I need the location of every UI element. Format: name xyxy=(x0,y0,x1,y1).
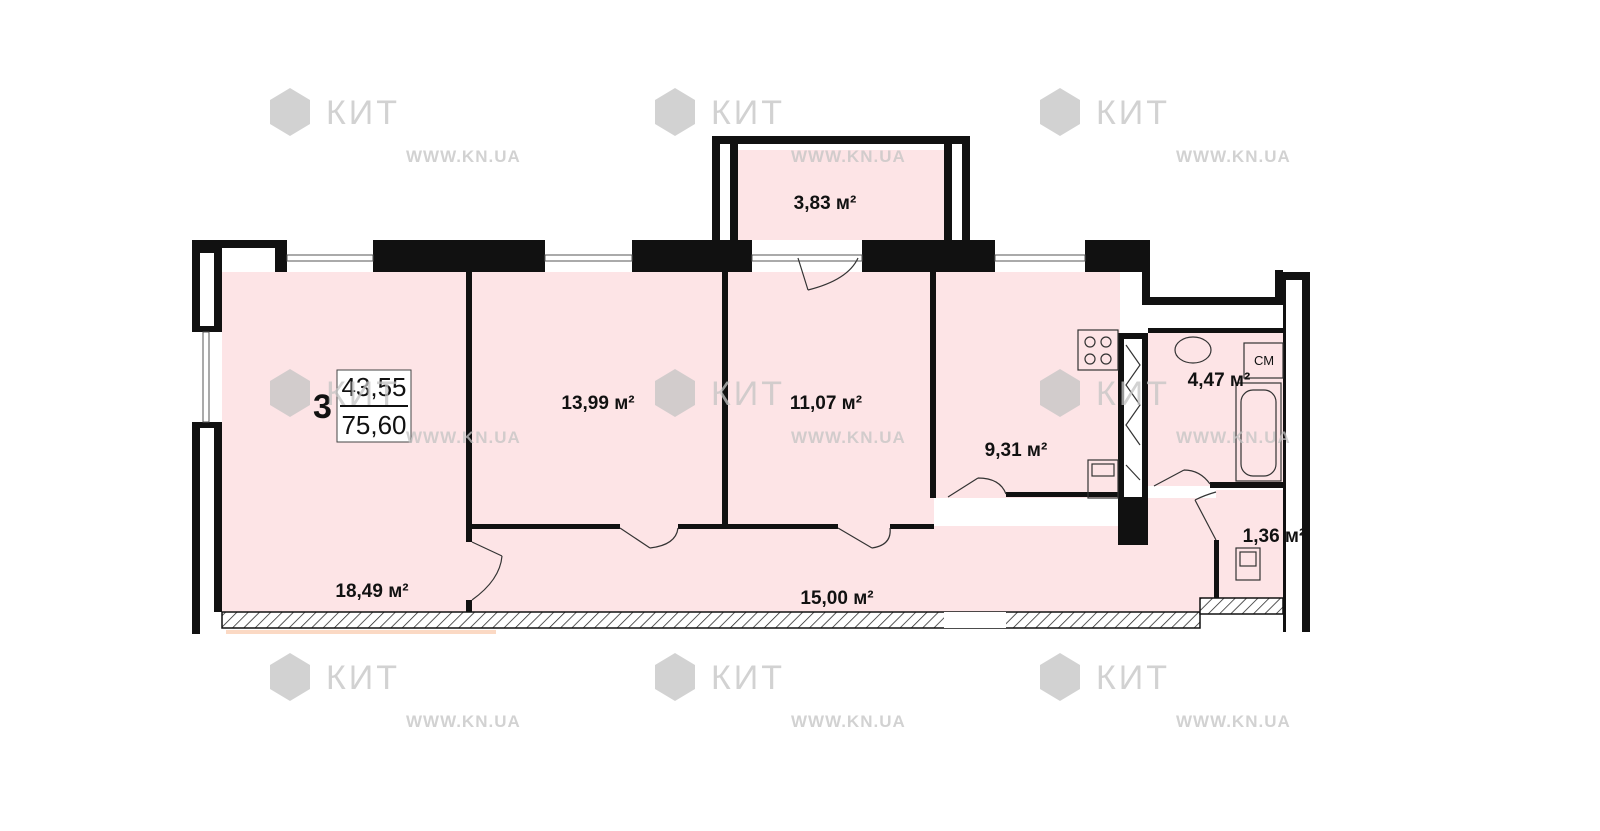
area-label-bedroom-2: 11,07 м² xyxy=(790,393,862,414)
kitchen-sink xyxy=(1087,459,1119,499)
bedroom-2 xyxy=(726,272,934,526)
total-area: 75,60 xyxy=(341,410,406,440)
watermark-logo-text: КИТ xyxy=(326,375,400,413)
watermark-logo-text: КИТ xyxy=(326,659,400,697)
kitchen-stove xyxy=(1077,329,1119,371)
area-label-hallway: 15,00 м² xyxy=(800,588,873,609)
watermark-url: WWW.KN.UA xyxy=(1176,712,1291,731)
washer-label: СМ xyxy=(1254,353,1274,368)
watermark: КИТ WWW.KN.UA xyxy=(655,653,906,731)
watermark: КИТ WWW.KN.UA xyxy=(655,88,906,166)
neighbor-strip xyxy=(226,630,496,634)
watermark: КИТ WWW.KN.UA xyxy=(1040,369,1291,447)
kit-logo-icon xyxy=(1040,369,1080,417)
watermark: КИТ WWW.KN.UA xyxy=(1040,653,1291,731)
toilet-wall xyxy=(1199,597,1284,615)
area-label-bedroom-1: 13,99 м² xyxy=(561,393,634,414)
watermark-url: WWW.KN.UA xyxy=(1176,428,1291,447)
watermark-url: WWW.KN.UA xyxy=(791,428,906,447)
watermark-logo-text: КИТ xyxy=(711,375,785,413)
entry-door-gap xyxy=(944,612,1006,628)
watermark-logo-text: КИТ xyxy=(711,659,785,697)
kit-logo-icon xyxy=(655,653,695,701)
living-area: 43,55 xyxy=(341,372,406,402)
apartment-summary: 3 43,55 75,60 xyxy=(313,369,412,443)
watermark: КИТ WWW.KN.UA xyxy=(1040,88,1291,166)
rooms-count: 3 xyxy=(313,388,332,426)
area-label-bathroom: 4,47 м² xyxy=(1188,370,1251,391)
area-label-living-room: 18,49 м² xyxy=(335,581,408,602)
kit-logo-icon xyxy=(1040,88,1080,136)
kit-logo-icon xyxy=(1040,653,1080,701)
area-label-balcony: 3,83 м² xyxy=(794,193,857,214)
watermark: КИТ WWW.KN.UA xyxy=(270,653,521,731)
kit-logo-icon xyxy=(270,369,310,417)
watermarks: КИТ WWW.KN.UA КИТ WWW.KN.UA КИТ WWW.KN.UA КИТ W… xyxy=(270,88,1291,731)
ventilation-shaft xyxy=(1125,344,1141,481)
room-area-labels: 18,49 м² 13,99 м² 11,07 м² 9,31 м² 4,47 … xyxy=(335,193,1305,609)
area-label-kitchen: 9,31 м² xyxy=(985,440,1048,461)
kit-logo-icon xyxy=(655,369,695,417)
bathroom xyxy=(1148,333,1283,486)
bottom-wall xyxy=(221,611,1201,629)
toilet-fixture xyxy=(1235,547,1261,581)
walls xyxy=(192,136,1310,634)
watermark: КИТ WWW.KN.UA xyxy=(270,88,521,166)
kit-logo-icon xyxy=(270,653,310,701)
watermark-url: WWW.KN.UA xyxy=(406,147,521,166)
windows xyxy=(202,254,1086,423)
kit-logo-icon xyxy=(655,88,695,136)
bathroom-fixtures: СМ xyxy=(1174,336,1284,482)
watermark-url: WWW.KN.UA xyxy=(406,712,521,731)
watermark-url: WWW.KN.UA xyxy=(1176,147,1291,166)
doors xyxy=(471,257,1217,601)
watermark: КИТ WWW.KN.UA xyxy=(270,369,521,447)
watermark-logo-text: КИТ xyxy=(1096,94,1170,132)
watermark-url: WWW.KN.UA xyxy=(791,712,906,731)
toilet xyxy=(1216,490,1283,600)
watermark-logo-text: КИТ xyxy=(1096,659,1170,697)
watermark-logo-text: КИТ xyxy=(711,94,785,132)
watermark: КИТ WWW.KN.UA xyxy=(655,369,906,447)
balcony xyxy=(738,150,944,240)
watermark-logo-text: КИТ xyxy=(326,94,400,132)
area-label-toilet: 1,36 м² xyxy=(1243,526,1306,547)
kit-logo-icon xyxy=(270,88,310,136)
watermark-logo-text: КИТ xyxy=(1096,375,1170,413)
watermark-url: WWW.KN.UA xyxy=(406,428,521,447)
watermark-url: WWW.KN.UA xyxy=(791,147,906,166)
hallway xyxy=(472,526,1202,612)
